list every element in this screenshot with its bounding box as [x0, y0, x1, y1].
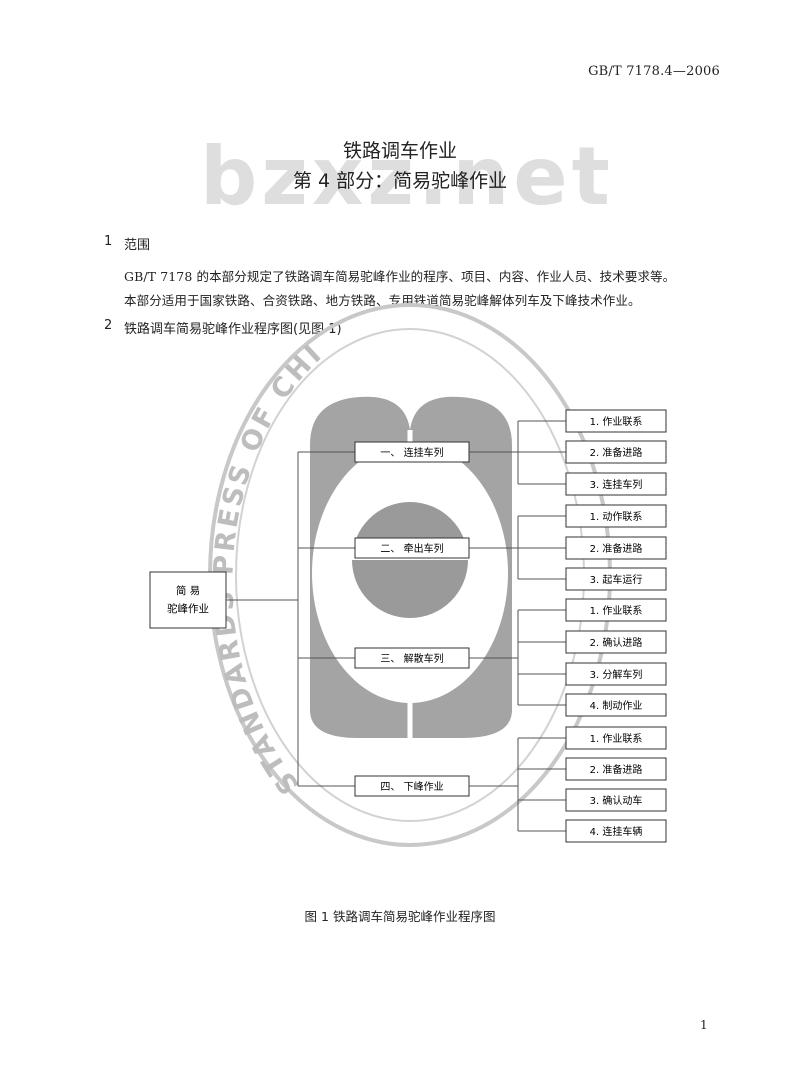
- root-label-line1: 简 易: [176, 584, 200, 597]
- standard-code: GB/T 7178.4—2006: [588, 64, 720, 79]
- stage-3-step-3: 3. 分解车列: [590, 668, 643, 681]
- section-1-paragraph-2: 本部分适用于国家铁路、合资铁路、地方铁路、专用铁道简易驼峰解体列车及下峰技术作业…: [124, 293, 641, 308]
- stage-2-step-2: 2. 准备进路: [590, 542, 643, 555]
- stage-1-label: 一、 连挂车列: [380, 446, 443, 459]
- section-1-paragraph-1: GB/T 7178 的本部分规定了铁路调车简易驼峰作业的程序、项目、内容、作业人…: [124, 269, 676, 284]
- document-title: 铁路调车作业: [342, 140, 457, 162]
- section-2-number: 2: [104, 318, 113, 333]
- stage-3-step-1: 1. 作业联系: [590, 605, 643, 617]
- stage-1-step-3: 3. 连挂车列: [590, 478, 643, 491]
- stage-2-step-3: 3. 起车运行: [590, 573, 643, 586]
- stage-3-label: 三、 解散车列: [380, 652, 443, 665]
- stage-4: 四、 下峰作业 1. 作业联系 2. 准备进路 3. 确认动车 4. 连挂车辆: [298, 726, 667, 843]
- stage-4-label: 四、 下峰作业: [380, 781, 443, 793]
- stage-1-step-2: 2. 准备进路: [590, 446, 643, 459]
- stage-1: 一、 连挂车列 1. 作业联系 2. 准备进路 3. 连挂车列: [298, 409, 667, 496]
- stage-4-step-4: 4. 连挂车辆: [590, 825, 643, 838]
- stage-3: 三、 解散车列 1. 作业联系 2. 确认进路 3. 分解车列 4. 制动作业: [298, 598, 667, 717]
- stage-2: 二、 牵出车列 1. 动作联系 2. 准备进路 3. 起车运行: [298, 504, 667, 591]
- figure-caption: 图 1 铁路调车简易驼峰作业程序图: [304, 909, 496, 924]
- section-2-title: 铁路调车简易驼峰作业程序图(见图 1): [124, 322, 342, 337]
- root-node: 简 易 驼峰作业: [149, 571, 227, 629]
- document-subtitle: 第 4 部分：简易驼峰作业: [292, 170, 508, 192]
- stage-2-step-1: 1. 动作联系: [590, 511, 643, 523]
- section-1-number: 1: [104, 234, 113, 249]
- section-1-title: 范围: [124, 238, 151, 253]
- stage-1-step-1: 1. 作业联系: [590, 416, 643, 428]
- stage-3-step-2: 2. 确认进路: [590, 636, 643, 649]
- stage-3-step-4: 4. 制动作业: [590, 699, 643, 712]
- site-watermark: bzxz.net: [200, 130, 614, 223]
- root-label-line2: 驼峰作业: [167, 602, 209, 615]
- stage-4-step-1: 1. 作业联系: [590, 733, 643, 745]
- stage-4-step-2: 2. 准备进路: [590, 763, 643, 776]
- seal-watermark-text: STANDARDS PRESS OF CHINA: [0, 0, 330, 800]
- page-number: 1: [700, 1018, 708, 1032]
- stage-2-label: 二、 牵出车列: [380, 542, 443, 555]
- stage-4-step-3: 3. 确认动车: [590, 794, 643, 807]
